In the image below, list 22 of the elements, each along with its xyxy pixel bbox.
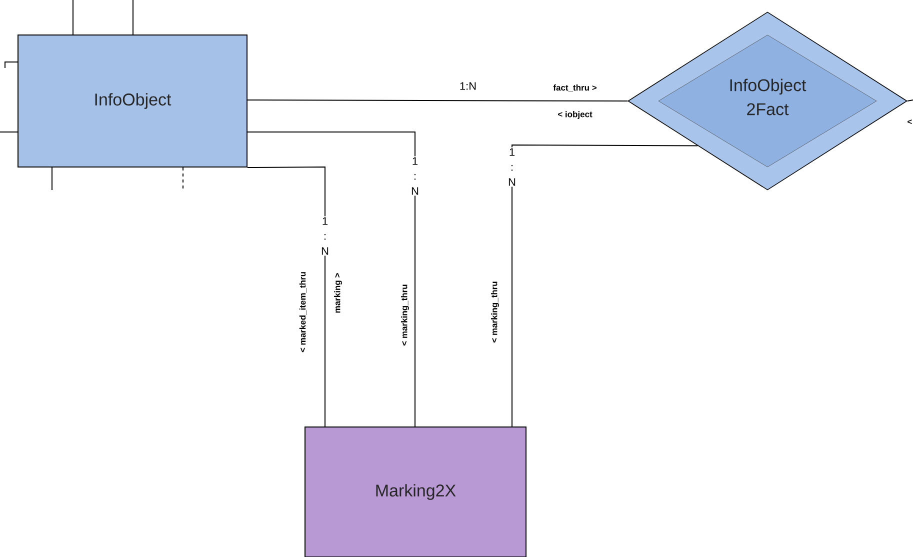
- entity-box: Marking2X: [304, 426, 526, 557]
- connector-line: [512, 144, 698, 427]
- role-label: fact_thru >: [553, 84, 596, 92]
- cardinality-label: 1 : N: [507, 147, 517, 187]
- role-label: < marked_item_thru: [299, 272, 307, 352]
- connector-line: [247, 100, 628, 102]
- connector-line: [182, 167, 184, 190]
- connector-line: [247, 132, 416, 427]
- connector-line: [247, 166, 326, 427]
- cardinality-label: 1:N: [460, 82, 476, 90]
- entity-box: InfoObject: [18, 34, 248, 168]
- connector-line: [72, 0, 74, 35]
- role-label: marking >: [334, 273, 342, 313]
- connector-line: [906, 100, 913, 102]
- cardinality-label: 1 : N: [320, 216, 330, 256]
- cardinality-label: 1 : N: [410, 156, 420, 196]
- role-label: < marking_thru: [401, 284, 409, 346]
- cardinality-label: <: [908, 119, 912, 124]
- role-label: < marking_thru: [491, 282, 499, 342]
- connector-line: [4, 62, 18, 68]
- role-label: < iobject: [558, 111, 592, 119]
- connector-line: [132, 0, 134, 35]
